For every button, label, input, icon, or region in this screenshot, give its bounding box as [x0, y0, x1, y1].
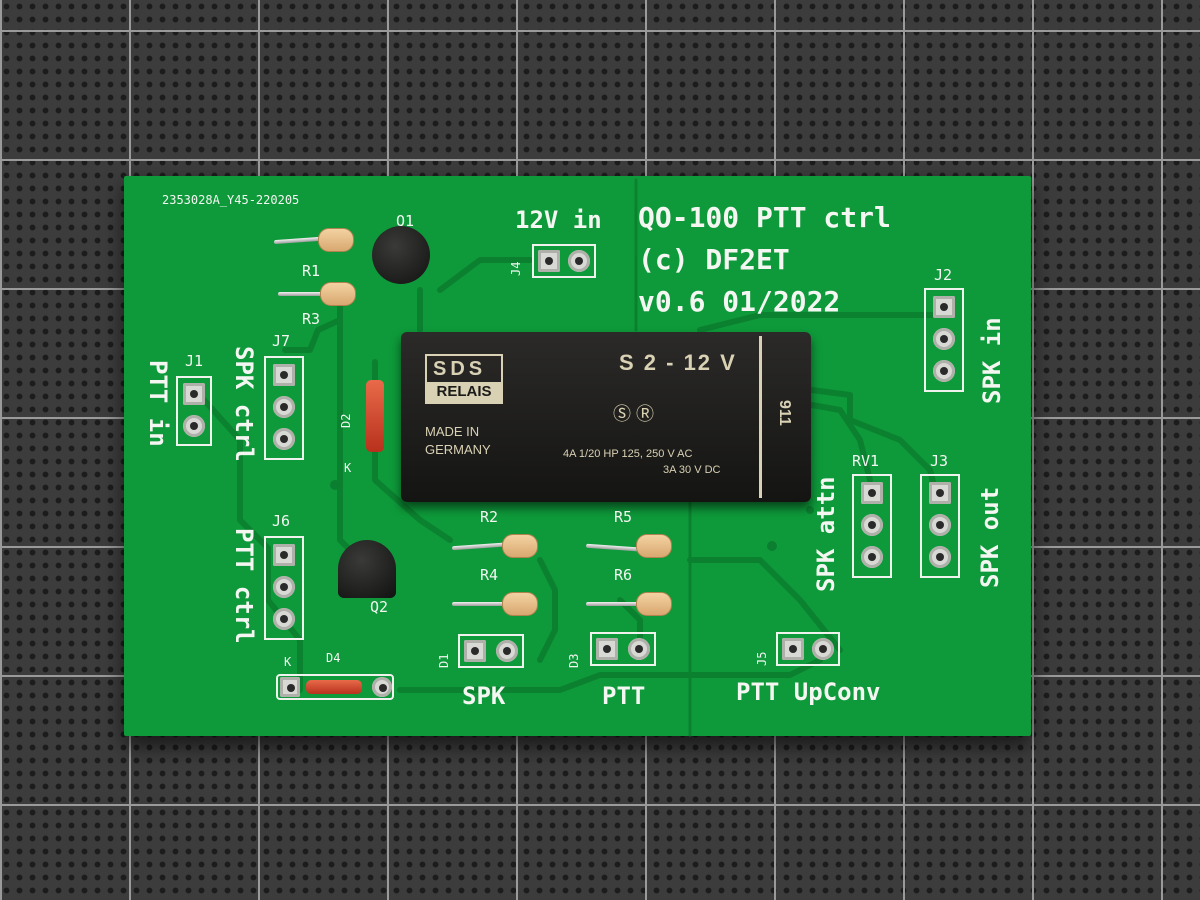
j6-pin-1 [273, 544, 295, 566]
d4-diode [306, 680, 362, 694]
j2-label: SPK in [978, 317, 1006, 404]
j5-label: PTT UpConv [736, 678, 881, 706]
j3-pin-1 [929, 482, 951, 504]
j1-pin-1 [183, 383, 205, 405]
q2-ref: Q2 [370, 598, 389, 616]
d1-pin-1 [464, 640, 486, 662]
relay-divider [759, 336, 762, 498]
j7-pin-3 [273, 428, 295, 450]
r1-ref: R1 [302, 262, 321, 280]
j7-pin-1 [273, 364, 295, 386]
r6-ref: R6 [614, 566, 633, 584]
j1-label: PTT in [144, 360, 172, 447]
d1-ref: D1 [437, 653, 451, 668]
j6-pin-2 [273, 576, 295, 598]
j7-header[interactable] [264, 356, 304, 460]
r4-body [502, 592, 538, 616]
j6-label: PTT ctrl [230, 528, 258, 644]
relay-rating-1: 4A 1/20 HP 125, 250 V AC [563, 448, 693, 460]
d2-cathode-mark: K [344, 461, 352, 475]
r-top-body [318, 228, 354, 252]
j2-pin-2 [933, 328, 955, 350]
board-version: v0.6 01/2022 [638, 285, 841, 318]
j6-header[interactable] [264, 536, 304, 640]
d4-ref: D4 [326, 651, 341, 665]
j6-ref: J6 [272, 512, 291, 530]
relay-rating-2: 3A 30 V DC [663, 464, 721, 476]
relay-model: S 2 - 12 V [619, 350, 737, 375]
r2-ref: R2 [480, 508, 499, 526]
relay: SDS RELAIS S 2 - 12 V Ⓢ Ⓡ MADE IN GERMAN… [401, 332, 811, 502]
j3-header[interactable] [920, 474, 960, 578]
j7-pin-2 [273, 396, 295, 418]
r5-body [636, 534, 672, 558]
j1-pin-2 [183, 415, 205, 437]
d1-pin-2 [496, 640, 518, 662]
rv1-pin-2 [861, 514, 883, 536]
r3-body [320, 282, 356, 306]
d4-cathode-mark: K [284, 655, 292, 669]
rv1-pin-3 [861, 546, 883, 568]
d3-pin-2 [628, 638, 650, 660]
j3-pin-3 [929, 546, 951, 568]
d2-ref: D2 [339, 413, 353, 428]
r6-lead [586, 602, 650, 606]
j7-ref: J7 [272, 332, 291, 350]
r2-body [502, 534, 538, 558]
j5-ref: J5 [755, 651, 769, 666]
q1-ref: Q1 [396, 212, 415, 230]
j4-pin-1 [538, 250, 560, 272]
r3-ref: R3 [302, 310, 321, 328]
q1-transistor [372, 226, 430, 284]
j7-label: SPK ctrl [230, 346, 258, 462]
d3-footprint [590, 632, 656, 666]
j6-pin-3 [273, 608, 295, 630]
relay-side-code: 911 [776, 400, 793, 426]
batch-code: 2353028A_Y45-220205 [162, 193, 300, 207]
q2-transistor [338, 540, 396, 598]
power-label: 12V in [515, 206, 602, 234]
j1-header[interactable] [176, 376, 212, 446]
r5-ref: R5 [614, 508, 633, 526]
d1-footprint [458, 634, 524, 668]
j2-header[interactable] [924, 288, 964, 392]
j5-pin-1 [782, 638, 804, 660]
relay-origin-2: GERMANY [425, 442, 491, 457]
d3-ref: D3 [567, 653, 581, 668]
j2-pin-3 [933, 360, 955, 382]
d2-diode [366, 380, 384, 452]
j3-label: SPK out [976, 486, 1004, 588]
rv1-pin-1 [861, 482, 883, 504]
j3-ref: J3 [930, 452, 949, 470]
d3-label: PTT [602, 682, 646, 710]
d4-pad-1 [280, 677, 300, 697]
r4-ref: R4 [480, 566, 499, 584]
j2-ref: J2 [934, 266, 953, 284]
j4-header[interactable] [532, 244, 596, 278]
rv1-label: SPK attn [812, 476, 840, 592]
j4-ref: J4 [509, 261, 523, 276]
relay-logo: SDS RELAIS [425, 354, 503, 404]
relay-cert-marks: Ⓢ Ⓡ [613, 404, 655, 424]
d4-pad-2 [372, 677, 392, 697]
j4-pin-2 [568, 250, 590, 272]
j5-header[interactable] [776, 632, 840, 666]
r6-body [636, 592, 672, 616]
rv1-header[interactable] [852, 474, 892, 578]
d1-label: SPK [462, 682, 506, 710]
j2-pin-1 [933, 296, 955, 318]
d3-pin-1 [596, 638, 618, 660]
j1-ref: J1 [185, 352, 204, 370]
rv1-ref: RV1 [852, 452, 880, 470]
relay-origin-1: MADE IN [425, 424, 480, 439]
board-author: (c) DF2ET [638, 243, 790, 276]
d4-footprint [276, 674, 394, 700]
r3-lead [278, 292, 334, 296]
r4-lead [452, 602, 516, 606]
j5-pin-2 [812, 638, 834, 660]
board-title: QO-100 PTT ctrl [638, 201, 891, 234]
j3-pin-2 [929, 514, 951, 536]
